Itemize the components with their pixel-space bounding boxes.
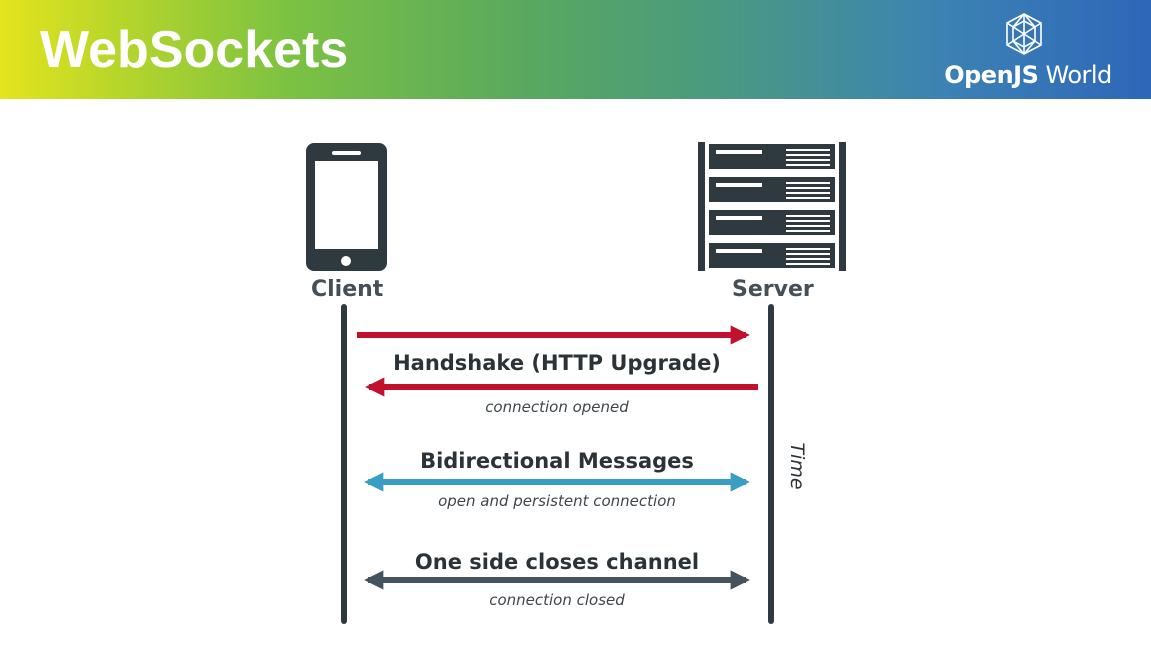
bidirectional-caption: open and persistent connection [438,492,676,510]
time-axis-label: Time [786,442,808,490]
close-channel-caption: connection closed [489,591,625,609]
close-channel-label: One side closes channel [414,550,700,574]
logo-text-openjs: OpenJS [944,61,1039,89]
slide-title: WebSockets [40,21,349,79]
handshake-caption: connection opened [485,398,629,416]
slide-header: WebSockets OpenJS World [0,0,1151,99]
logo-wordmark: OpenJS World [928,60,1128,90]
openjs-world-logo: OpenJS World [928,8,1128,94]
handshake-label: Handshake (HTTP Upgrade) [393,351,721,375]
diagram-canvas [306,142,846,624]
websocket-sequence-diagram: Client Server Handshake (HTTP Upgrade) c… [0,99,1151,645]
logo-text-world: World [1045,61,1113,89]
server-rack-icon [698,142,846,271]
bidirectional-label: Bidirectional Messages [420,449,694,473]
client-label: Client [311,277,384,302]
geodesic-globe-icon [1006,13,1042,55]
phone-icon [306,143,387,271]
server-label: Server [732,277,814,302]
